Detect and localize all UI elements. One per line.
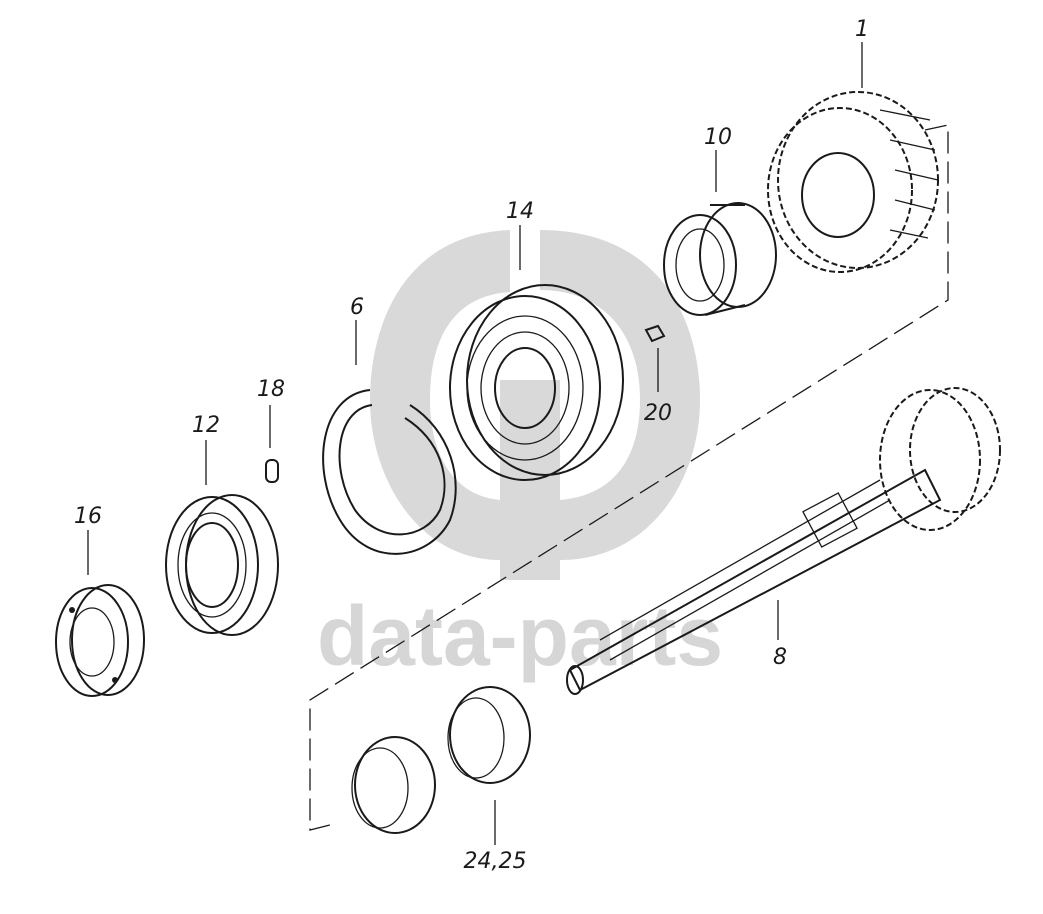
watermark: data-parts	[317, 230, 723, 683]
callout-part-8: 8	[773, 645, 787, 670]
shaft-part-8	[566, 387, 1001, 695]
assembly-lines	[309, 124, 949, 831]
key-part-20	[644, 324, 666, 343]
callout-part-12: 12	[192, 413, 220, 438]
gear-part-1	[767, 91, 939, 273]
callout-part-24-25: 24,25	[464, 849, 527, 874]
seal-part-12	[165, 494, 279, 636]
callout-part-10: 10	[704, 125, 732, 150]
leader-lines	[87, 42, 863, 845]
watermark-text: data-parts	[317, 589, 723, 683]
callout-part-16: 16	[74, 504, 102, 529]
callout-part-1: 1	[855, 17, 869, 42]
callout-part-18: 18	[257, 377, 285, 402]
bushing-part-10	[663, 202, 777, 316]
snap-ring-part-6	[322, 389, 457, 555]
pin-part-18	[265, 459, 279, 483]
callout-part-6: 6	[350, 295, 364, 320]
bearing-part-14	[449, 284, 624, 481]
nut-part-16	[55, 584, 145, 697]
callout-part-14: 14	[506, 199, 534, 224]
watermark-logo	[370, 230, 700, 580]
needle-cage-parts-24-25	[351, 686, 531, 834]
callout-part-20: 20	[644, 401, 672, 426]
callouts: 1 10 14 6 18 12 20 16 8 24,25	[74, 17, 869, 874]
